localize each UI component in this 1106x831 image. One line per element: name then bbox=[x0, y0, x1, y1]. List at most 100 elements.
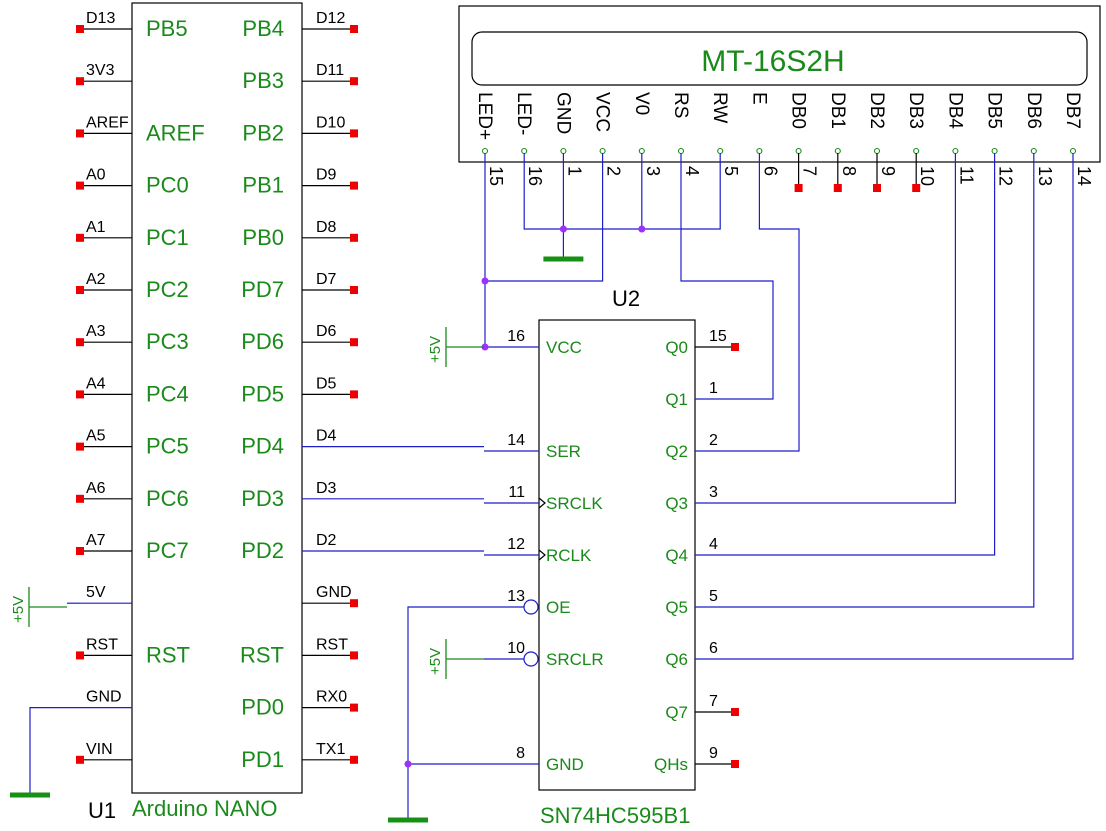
u2-clock-marker bbox=[538, 549, 546, 561]
u1-right-pins: D12PB4D11PB3D10PB2D9PB1D8PB0D7PD7D6PD6D5… bbox=[240, 10, 358, 772]
lcd-pin-connector bbox=[952, 147, 959, 155]
wire-db6-to-q5 bbox=[736, 153, 1035, 608]
lcd-pin-name: DB3 bbox=[905, 92, 926, 129]
u1-right-pin-label: PD3 bbox=[241, 486, 284, 511]
lcd-pin-num: 11 bbox=[956, 166, 976, 185]
lcd-pin-num: 6 bbox=[760, 166, 780, 176]
lcd-pins: LED+15LED-16GND1VCC2V03RS4RW5E6DB07DB18D… bbox=[474, 92, 1094, 192]
u2-ref: U2 bbox=[612, 286, 640, 311]
wire-lcd-vcc bbox=[485, 153, 604, 282]
u1-right-pin-net: TX1 bbox=[316, 741, 345, 758]
wires bbox=[29, 153, 1074, 818]
lcd-pin-name: VCC bbox=[592, 92, 613, 132]
u2-right-pin-label: Q7 bbox=[665, 703, 688, 722]
u1-left-pin-net: AREF bbox=[86, 114, 129, 131]
u2-right-pin-num: 4 bbox=[709, 536, 718, 553]
lcd-pin-connector bbox=[717, 147, 724, 155]
lcd-pin-num: 3 bbox=[643, 166, 663, 176]
u1-right-pin-pad bbox=[350, 390, 358, 399]
u1-right-pin-net: D12 bbox=[316, 10, 345, 27]
lcd-pin-name: LED- bbox=[513, 92, 534, 135]
lcd-pin-name: DB0 bbox=[788, 92, 809, 129]
wire-junction bbox=[481, 277, 489, 285]
wire-e-to-q2 bbox=[736, 153, 800, 452]
u1-left-pin-net: D13 bbox=[86, 10, 115, 27]
lcd-pin-name: DB2 bbox=[866, 92, 887, 129]
u1-left-pin-net: A6 bbox=[86, 480, 106, 497]
u1-left-pin-label: PC6 bbox=[146, 486, 189, 511]
u1-left-pin-pad bbox=[76, 442, 84, 451]
lcd-pin-connector bbox=[677, 147, 685, 155]
u2-left-pin-label: SRCLR bbox=[546, 650, 604, 669]
u2-right-pin-num: 7 bbox=[709, 693, 718, 710]
lcd-pin-name: E bbox=[748, 92, 769, 105]
u2-left-pin-label: RCLK bbox=[546, 546, 592, 565]
lcd-pin-num: 5 bbox=[721, 166, 741, 176]
u1-left-pin-label: PC3 bbox=[146, 329, 189, 354]
lcd-pin-connector bbox=[834, 147, 841, 155]
lcd-pin-num: 7 bbox=[800, 166, 820, 176]
u1-ref: U1 bbox=[88, 798, 116, 823]
lcd-pin-connector bbox=[481, 147, 489, 155]
u1-right-pin-net: D3 bbox=[316, 480, 337, 497]
u2-right-pin-num: 6 bbox=[709, 640, 718, 657]
u1-left-pin-pad bbox=[76, 233, 84, 242]
u1-plus5v-symbol-label: +5V bbox=[10, 596, 27, 623]
wire-led-plus-to-vcc bbox=[484, 153, 486, 348]
u1-left-pin-label: PC5 bbox=[146, 434, 189, 459]
u1-left-pin-net: A4 bbox=[86, 375, 106, 392]
u1-left-pin-net: A2 bbox=[86, 271, 106, 288]
u1-left-pin-label: RST bbox=[146, 642, 190, 667]
u1-left-pin-label: PC4 bbox=[146, 381, 189, 406]
u1-left-pin-label: PC7 bbox=[146, 538, 189, 563]
lcd-pin-connector bbox=[756, 147, 763, 155]
u1-right-pin-label: PB4 bbox=[242, 16, 284, 41]
lcd-pin-name: DB6 bbox=[1023, 92, 1044, 129]
u1-left-pin-label: PC2 bbox=[146, 277, 189, 302]
u2-left-pin-num: 12 bbox=[507, 536, 525, 553]
lcd-pin-connector bbox=[1069, 147, 1077, 155]
lcd-pin-pad bbox=[873, 184, 881, 192]
u2-right-pin-label: QHs bbox=[654, 755, 688, 774]
u1-left-pin-pad bbox=[76, 25, 84, 33]
u1-right-pin-pad bbox=[350, 703, 358, 712]
u2-left-pin-num: 11 bbox=[508, 484, 525, 501]
u1-left-pin-pad bbox=[76, 651, 84, 660]
lcd-pin-num: 10 bbox=[917, 166, 937, 186]
u2-right-pin-label: Q2 bbox=[665, 442, 688, 461]
lcd-pin-pad bbox=[794, 184, 803, 192]
u2-left-pin-num: 16 bbox=[507, 328, 525, 345]
u2-inverted-input-bubble bbox=[523, 599, 539, 615]
u1-right-pin-net: D2 bbox=[316, 532, 337, 549]
lcd-pin-num: 14 bbox=[1074, 166, 1094, 186]
u2-left-pin-label: SRCLK bbox=[546, 494, 603, 513]
lcd-pin-connector bbox=[991, 147, 998, 155]
u1-left-pin-label: PB5 bbox=[146, 16, 188, 41]
u2-right-pin-num: 3 bbox=[709, 484, 718, 501]
u1-right-pin-pad bbox=[350, 129, 358, 138]
wire-db4-to-q3 bbox=[736, 153, 957, 504]
wire-db7-to-q6 bbox=[736, 153, 1074, 660]
lcd-pin-connector bbox=[638, 147, 645, 155]
lcd-pin-num: 2 bbox=[604, 166, 624, 176]
wire-junction bbox=[404, 760, 412, 768]
u1-left-pin-pad bbox=[76, 755, 84, 764]
u1-right-pin-pad bbox=[350, 77, 358, 86]
u2-left-pin-label: GND bbox=[546, 755, 584, 774]
u2-right-pin-num: 5 bbox=[709, 588, 718, 605]
lcd-pin-connector bbox=[560, 147, 567, 155]
lcd-pin-num: 16 bbox=[525, 166, 545, 186]
u2-right-pin-num: 9 bbox=[709, 745, 718, 762]
u1-left-pin-label: AREF bbox=[146, 120, 205, 145]
lcd-pin-name: GND bbox=[552, 92, 573, 134]
u2-left-pin-label: VCC bbox=[546, 338, 582, 357]
u1-right-pin-label: PD5 bbox=[241, 381, 284, 406]
lcd-title: MT-16S2H bbox=[701, 45, 844, 78]
u1-left-pin-label: PC0 bbox=[146, 173, 189, 198]
u1-right-pin-label: PD1 bbox=[241, 747, 284, 772]
u1-left-pin-net: RST bbox=[86, 636, 118, 653]
u1-right-pin-label: PD2 bbox=[241, 538, 284, 563]
